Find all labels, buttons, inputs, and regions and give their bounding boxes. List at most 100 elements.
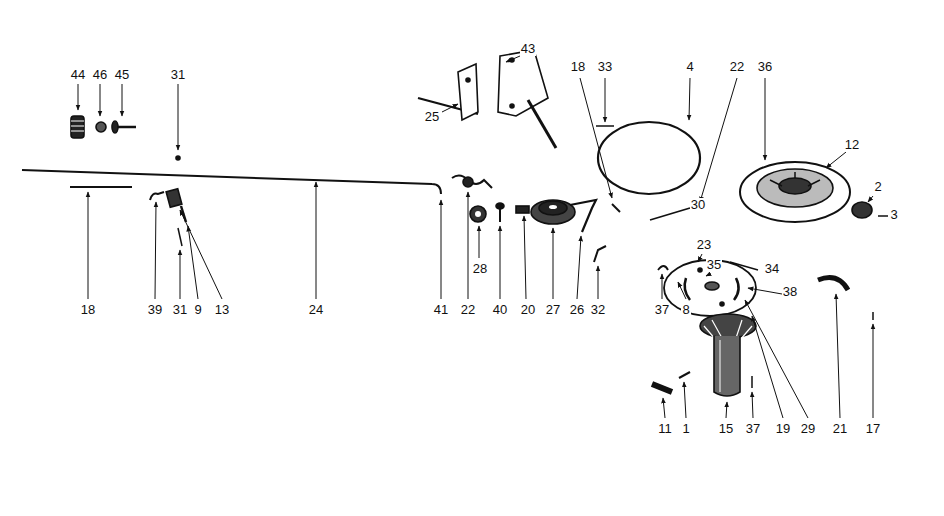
callout-number: 2 xyxy=(873,180,882,194)
callout-number: 15 xyxy=(718,422,734,436)
parts-shape xyxy=(818,278,848,290)
callout-number: 25 xyxy=(424,110,440,124)
parts-shape xyxy=(872,312,874,320)
parts-shape xyxy=(510,104,514,108)
parts-shape xyxy=(594,246,606,262)
leader-lines-shape xyxy=(698,254,702,262)
parts-shape xyxy=(751,376,753,388)
parts-shape xyxy=(700,314,756,338)
parts-shape xyxy=(463,177,473,187)
callout-number: 30 xyxy=(690,198,706,212)
leader-lines-shape xyxy=(836,294,840,418)
callout-number: 18 xyxy=(80,303,96,317)
parts-shape xyxy=(570,200,596,232)
leader-lines-shape xyxy=(524,216,526,299)
callout-number: 24 xyxy=(308,303,324,317)
leader-lines-shape xyxy=(598,266,599,299)
leader-lines-shape xyxy=(580,78,612,198)
leader-lines-shape xyxy=(180,250,181,299)
leader-lines-shape xyxy=(500,226,501,299)
callout-number: 23 xyxy=(696,238,712,252)
leader-lines-shape xyxy=(684,382,686,418)
leader-lines-shape xyxy=(553,228,554,299)
leader-lines-shape xyxy=(605,78,606,122)
parts-shape xyxy=(740,162,850,222)
leader-lines-shape xyxy=(662,274,663,299)
callout-number: 19 xyxy=(775,422,791,436)
callout-number: 20 xyxy=(520,303,536,317)
callout-number: 21 xyxy=(832,422,848,436)
leader-lines-shape xyxy=(765,78,766,160)
parts-shape xyxy=(770,172,820,186)
callout-number: 26 xyxy=(569,303,585,317)
callout-number: 1 xyxy=(681,422,690,436)
parts-shape xyxy=(650,208,690,220)
leader-lines-shape xyxy=(468,192,469,299)
parts-shape xyxy=(112,121,118,133)
callout-number: 11 xyxy=(657,422,673,436)
parts-shape xyxy=(71,116,84,138)
parts xyxy=(22,50,888,396)
leader-lines-shape xyxy=(180,210,222,299)
parts-shape xyxy=(96,122,106,132)
parts-shape xyxy=(466,78,470,82)
callout-number: 37 xyxy=(745,422,761,436)
callout-number: 46 xyxy=(92,68,108,82)
leader-lines-shape xyxy=(700,78,737,202)
parts-shape xyxy=(475,211,481,217)
callout-number: 39 xyxy=(147,303,163,317)
leader-lines-shape xyxy=(88,192,89,299)
leader-lines-shape xyxy=(706,274,710,276)
leader-lines-shape xyxy=(748,288,782,294)
callout-number: 27 xyxy=(545,303,561,317)
parts-shape xyxy=(528,100,556,148)
parts-shape xyxy=(757,169,833,207)
callout-number: 4 xyxy=(685,60,694,74)
parts-shape xyxy=(685,278,739,300)
leader-lines-shape xyxy=(442,104,458,112)
callout-number: 28 xyxy=(472,262,488,276)
callout-number: 37 xyxy=(654,303,670,317)
parts-shape xyxy=(720,302,724,306)
parts-shape xyxy=(166,189,182,208)
parts-shape xyxy=(150,192,164,200)
callout-number: 34 xyxy=(764,262,780,276)
parts-shape xyxy=(679,372,690,378)
leader-lines-shape xyxy=(479,226,480,258)
parts-shape xyxy=(705,282,719,290)
leader-lines-shape xyxy=(873,324,874,418)
callout-number: 41 xyxy=(433,303,449,317)
parts-shape xyxy=(539,201,567,215)
leader-lines-shape xyxy=(663,398,665,418)
parts-shape xyxy=(852,202,872,218)
parts-shape xyxy=(658,266,668,270)
callout-number: 43 xyxy=(520,42,536,56)
parts-shape xyxy=(652,384,672,392)
callout-number: 22 xyxy=(729,60,745,74)
leader-lines-shape xyxy=(689,78,690,120)
parts-shape xyxy=(22,170,441,194)
leader-lines-shape xyxy=(100,84,101,116)
parts-shape xyxy=(470,206,486,222)
leader-lines xyxy=(78,56,873,418)
parts-shape xyxy=(70,186,132,188)
callout-number: 12 xyxy=(844,138,860,152)
leader-lines-shape xyxy=(826,152,846,168)
callout-number: 18 xyxy=(570,60,586,74)
callout-number: 31 xyxy=(170,68,186,82)
callout-number: 8 xyxy=(681,303,690,317)
parts-shape xyxy=(612,204,620,212)
parts-shape xyxy=(878,215,888,217)
leader-lines-shape xyxy=(752,316,783,418)
leader-lines-shape xyxy=(726,402,727,418)
callout-number: 13 xyxy=(214,303,230,317)
parts-shape xyxy=(698,268,702,272)
leader-lines-shape xyxy=(122,84,123,116)
parts-shape xyxy=(458,64,478,120)
leader-lines-shape xyxy=(178,84,179,150)
parts-shape xyxy=(596,125,614,127)
leader-lines-shape xyxy=(155,202,156,299)
parts-shape xyxy=(496,203,504,209)
leader-lines-shape xyxy=(441,200,442,299)
leader-lines-shape xyxy=(506,56,520,62)
